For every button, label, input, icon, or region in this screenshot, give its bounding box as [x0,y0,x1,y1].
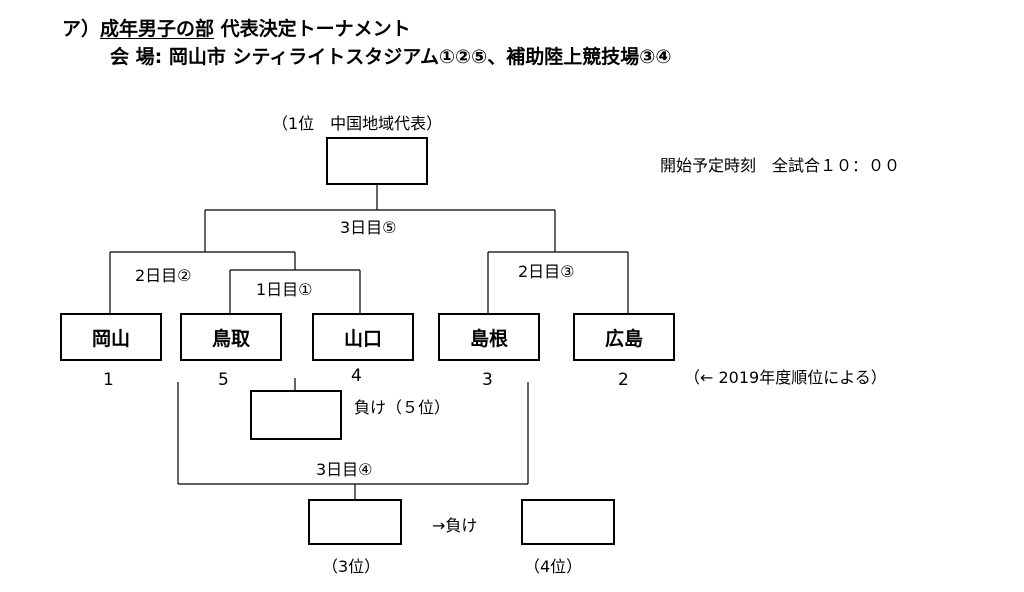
third-place-note: →負け [432,516,478,535]
seed-okayama: 1 [103,370,114,390]
fourth-label: （4位） [524,557,583,576]
title-underlined: 成年男子の部 [100,18,215,40]
team-box-tottori: 鳥取 [180,313,282,361]
third-label: （3位） [322,557,381,576]
header-title: ア）成年男子の部 代表決定トーナメント [62,14,411,41]
fifth-place-label: 負け（５位） [354,398,451,417]
title-rest: 代表決定トーナメント [220,18,411,40]
seed-shimane: 3 [482,370,493,390]
third-place-box [308,499,402,545]
seed-yamaguchi: 4 [351,366,362,386]
champion-box [326,137,428,185]
round-first-match: 1日目① [256,280,313,299]
round-right-semi: 2日目③ [518,262,575,281]
round-final: 3日目⑤ [340,218,397,237]
seed-note: （← 2019年度順位による） [684,368,887,387]
venue-line: 会 場: 岡山市 シティライトスタジアム①②⑤、補助陸上競技場③④ [110,46,672,68]
seed-tottori: 5 [218,370,229,390]
fourth-place-box [521,499,615,545]
round-left-semi: 2日目② [135,266,192,285]
team-box-okayama: 岡山 [60,313,162,361]
team-box-hiroshima: 広島 [573,313,675,361]
seed-hiroshima: 2 [618,370,629,390]
round-third-place: 3日目④ [316,460,373,479]
title-prefix: ア） [62,18,101,40]
team-box-shimane: 島根 [438,313,540,361]
start-time: 開始予定時刻 全試合１０：００ [660,156,901,175]
fifth-place-box [250,390,342,440]
champion-label: （1位 中国地域代表） [272,114,443,133]
team-box-yamaguchi: 山口 [312,313,414,361]
